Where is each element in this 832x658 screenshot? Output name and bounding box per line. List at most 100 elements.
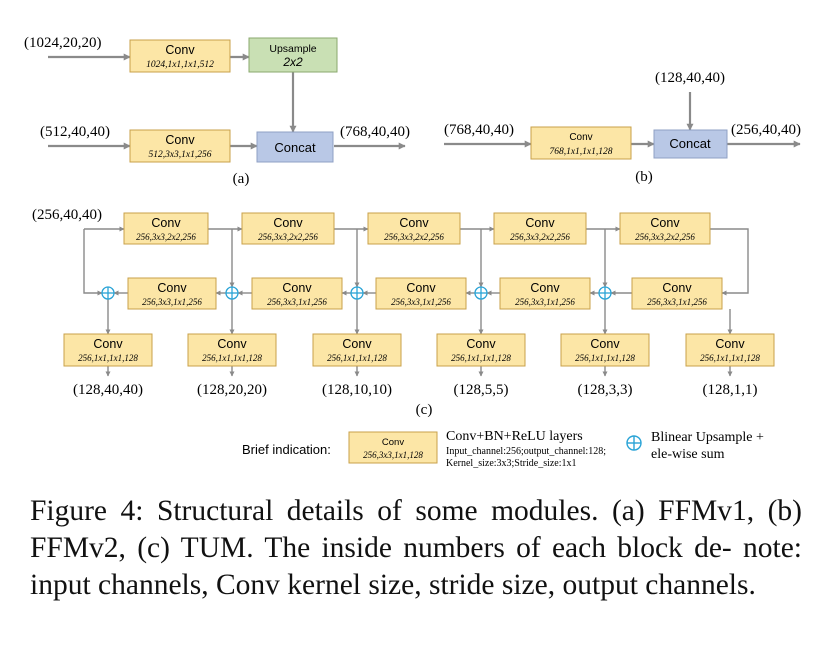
legend-conv-block: Conv 256,3x3,1x1,128	[348, 431, 438, 464]
sum-icon	[598, 286, 612, 300]
block-title: Conv	[525, 216, 555, 230]
tum-output-size-label: (128,20,20)	[197, 382, 267, 398]
ffmv2-input-top-label: (128,40,40)	[655, 70, 725, 86]
ffmv1-conv-top-title: Conv	[165, 43, 195, 57]
block-params: 256,3x3,1x1,256	[267, 297, 327, 307]
tum-output-block: Conv 256,1x1,1x1,128	[187, 333, 277, 367]
block-params: 256,3x3,2x2,256	[384, 232, 444, 242]
figure-caption: Figure 4: Structural details of some mod…	[30, 495, 802, 601]
block-title: Conv	[157, 281, 187, 295]
ffmv1-upsample-factor: 2x2	[282, 55, 303, 69]
ffmv1-upsample-title: Upsample	[269, 43, 316, 55]
tum-output-block: Conv 256,1x1,1x1,128	[560, 333, 650, 367]
ffmv1-conv-top-block: Conv 1024,1x1,1x1,512	[129, 39, 231, 73]
block-params: 256,1x1,1x1,128	[575, 353, 635, 363]
legend-sum-desc-1: Blinear Upsample +	[651, 430, 764, 445]
block-params: 256,3x3,1x1,256	[391, 297, 451, 307]
sum-icon	[474, 286, 488, 300]
legend-sum-desc-2: ele-wise sum	[651, 447, 725, 462]
tum-encoder-block: Conv 256,3x3,2x2,256	[241, 212, 335, 245]
tum-module: (256,40,40)	[32, 207, 775, 418]
block-title: Conv	[282, 281, 312, 295]
block-params: 256,1x1,1x1,128	[202, 353, 262, 363]
tum-output-block: Conv 256,1x1,1x1,128	[436, 333, 526, 367]
block-title: Conv	[273, 216, 303, 230]
block-title: Conv	[217, 337, 247, 351]
tum-encoder-block: Conv 256,3x3,2x2,256	[493, 212, 587, 245]
ffmv1-subfigure-label: (a)	[233, 171, 250, 187]
block-params: 256,1x1,1x1,128	[451, 353, 511, 363]
block-params: 256,1x1,1x1,128	[78, 353, 138, 363]
ffmv1-conv-bottom-block: Conv 512,3x3,1x1,256	[129, 129, 231, 163]
tum-sum-icons	[101, 286, 612, 300]
tum-output-block: Conv 256,1x1,1x1,128	[312, 333, 402, 367]
sum-icon	[225, 286, 239, 300]
ffmv1-input-top-label: (1024,20,20)	[24, 35, 102, 51]
block-params: 256,3x3,1x1,256	[142, 297, 202, 307]
tum-decoder-block: Conv 256,3x3,1x1,256	[251, 277, 343, 310]
tum-output-block: Conv 256,1x1,1x1,128	[685, 333, 775, 367]
ffmv1-upsample-block: Upsample 2x2	[248, 37, 338, 73]
block-title: Conv	[650, 216, 680, 230]
ffmv2-concat-title: Concat	[669, 136, 711, 151]
tum-subfigure-label: (c)	[416, 402, 433, 418]
sum-icon	[101, 286, 115, 300]
ffmv1-output-label: (768,40,40)	[340, 124, 410, 140]
legend-brief-label: Brief indication:	[242, 442, 331, 457]
block-title: Conv	[93, 337, 123, 351]
block-params: 256,1x1,1x1,128	[700, 353, 760, 363]
tum-encoder-block: Conv 256,3x3,2x2,256	[123, 212, 209, 245]
ffmv2-input-left-label: (768,40,40)	[444, 122, 514, 138]
legend-conv-detail-2: Kernel_size:3x3;Stride_size:1x1	[446, 458, 577, 469]
legend-conv-detail-1: Input_channel:256;output_channel:128;	[446, 446, 606, 457]
tum-decoder-block: Conv 256,3x3,1x1,256	[375, 277, 467, 310]
ffmv2-concat-block: Concat	[653, 129, 728, 159]
block-title: Conv	[715, 337, 745, 351]
ffmv2-conv-title: Conv	[569, 132, 592, 143]
tum-output-size-label: (128,10,10)	[322, 382, 392, 398]
structure-diagram: (1024,20,20) (512,40,40) Conv 1024,1x1,1…	[24, 35, 801, 469]
tum-output-size-label: (128,3,3)	[578, 382, 633, 398]
tum-decoder-block: Conv 256,3x3,1x1,256	[631, 277, 723, 310]
block-title: Conv	[406, 281, 436, 295]
block-params: 256,1x1,1x1,128	[327, 353, 387, 363]
block-title: Conv	[590, 337, 620, 351]
tum-output-size-label: (128,5,5)	[454, 382, 509, 398]
tum-encoder-block: Conv 256,3x3,2x2,256	[367, 212, 461, 245]
block-title: Conv	[342, 337, 372, 351]
tum-input-label: (256,40,40)	[32, 207, 102, 223]
tum-output-size-label: (128,1,1)	[703, 382, 758, 398]
ffmv1-conv-bottom-title: Conv	[165, 133, 195, 147]
ffmv1-concat-title: Concat	[274, 140, 316, 155]
block-title: Conv	[399, 216, 429, 230]
ffmv1-concat-block: Concat	[256, 131, 334, 163]
block-params: 256,3x3,2x2,256	[635, 232, 695, 242]
block-params: 256,3x3,2x2,256	[136, 232, 196, 242]
tum-output-block: Conv 256,1x1,1x1,128	[63, 333, 153, 367]
ffmv1-module: (1024,20,20) (512,40,40) Conv 1024,1x1,1…	[24, 35, 410, 187]
block-title: Conv	[530, 281, 560, 295]
tum-output-size-label: (128,40,40)	[73, 382, 143, 398]
sum-icon	[626, 435, 642, 451]
block-params: 256,3x3,1x1,256	[647, 297, 707, 307]
block-title: Conv	[466, 337, 496, 351]
block-params: 256,3x3,1x1,256	[515, 297, 575, 307]
tum-decoder-block: Conv 256,3x3,1x1,256	[127, 277, 217, 310]
ffmv1-conv-top-params: 1024,1x1,1x1,512	[146, 60, 214, 70]
ffmv2-subfigure-label: (b)	[635, 169, 653, 185]
ffmv2-conv-params: 768,1x1,1x1,128	[549, 147, 612, 157]
ffmv2-conv-block: Conv 768,1x1,1x1,128	[530, 126, 632, 160]
block-params: 256,3x3,1x1,128	[363, 450, 423, 460]
ffmv2-output-label: (256,40,40)	[731, 122, 801, 138]
block-title: Conv	[662, 281, 692, 295]
tum-encoder-block: Conv 256,3x3,2x2,256	[619, 212, 711, 245]
block-title: Conv	[151, 216, 181, 230]
legend: Brief indication: Conv 256,3x3,1x1,128 C…	[242, 429, 764, 469]
block-params: 256,3x3,2x2,256	[258, 232, 318, 242]
ffmv2-module: (768,40,40) (128,40,40) Conv 768,1x1,1x1…	[444, 70, 801, 185]
ffmv1-input-bottom-label: (512,40,40)	[40, 124, 110, 140]
ffmv1-conv-bottom-params: 512,3x3,1x1,256	[148, 150, 211, 160]
sum-icon	[350, 286, 364, 300]
block-params: 256,3x3,2x2,256	[510, 232, 570, 242]
block-title: Conv	[382, 437, 404, 448]
